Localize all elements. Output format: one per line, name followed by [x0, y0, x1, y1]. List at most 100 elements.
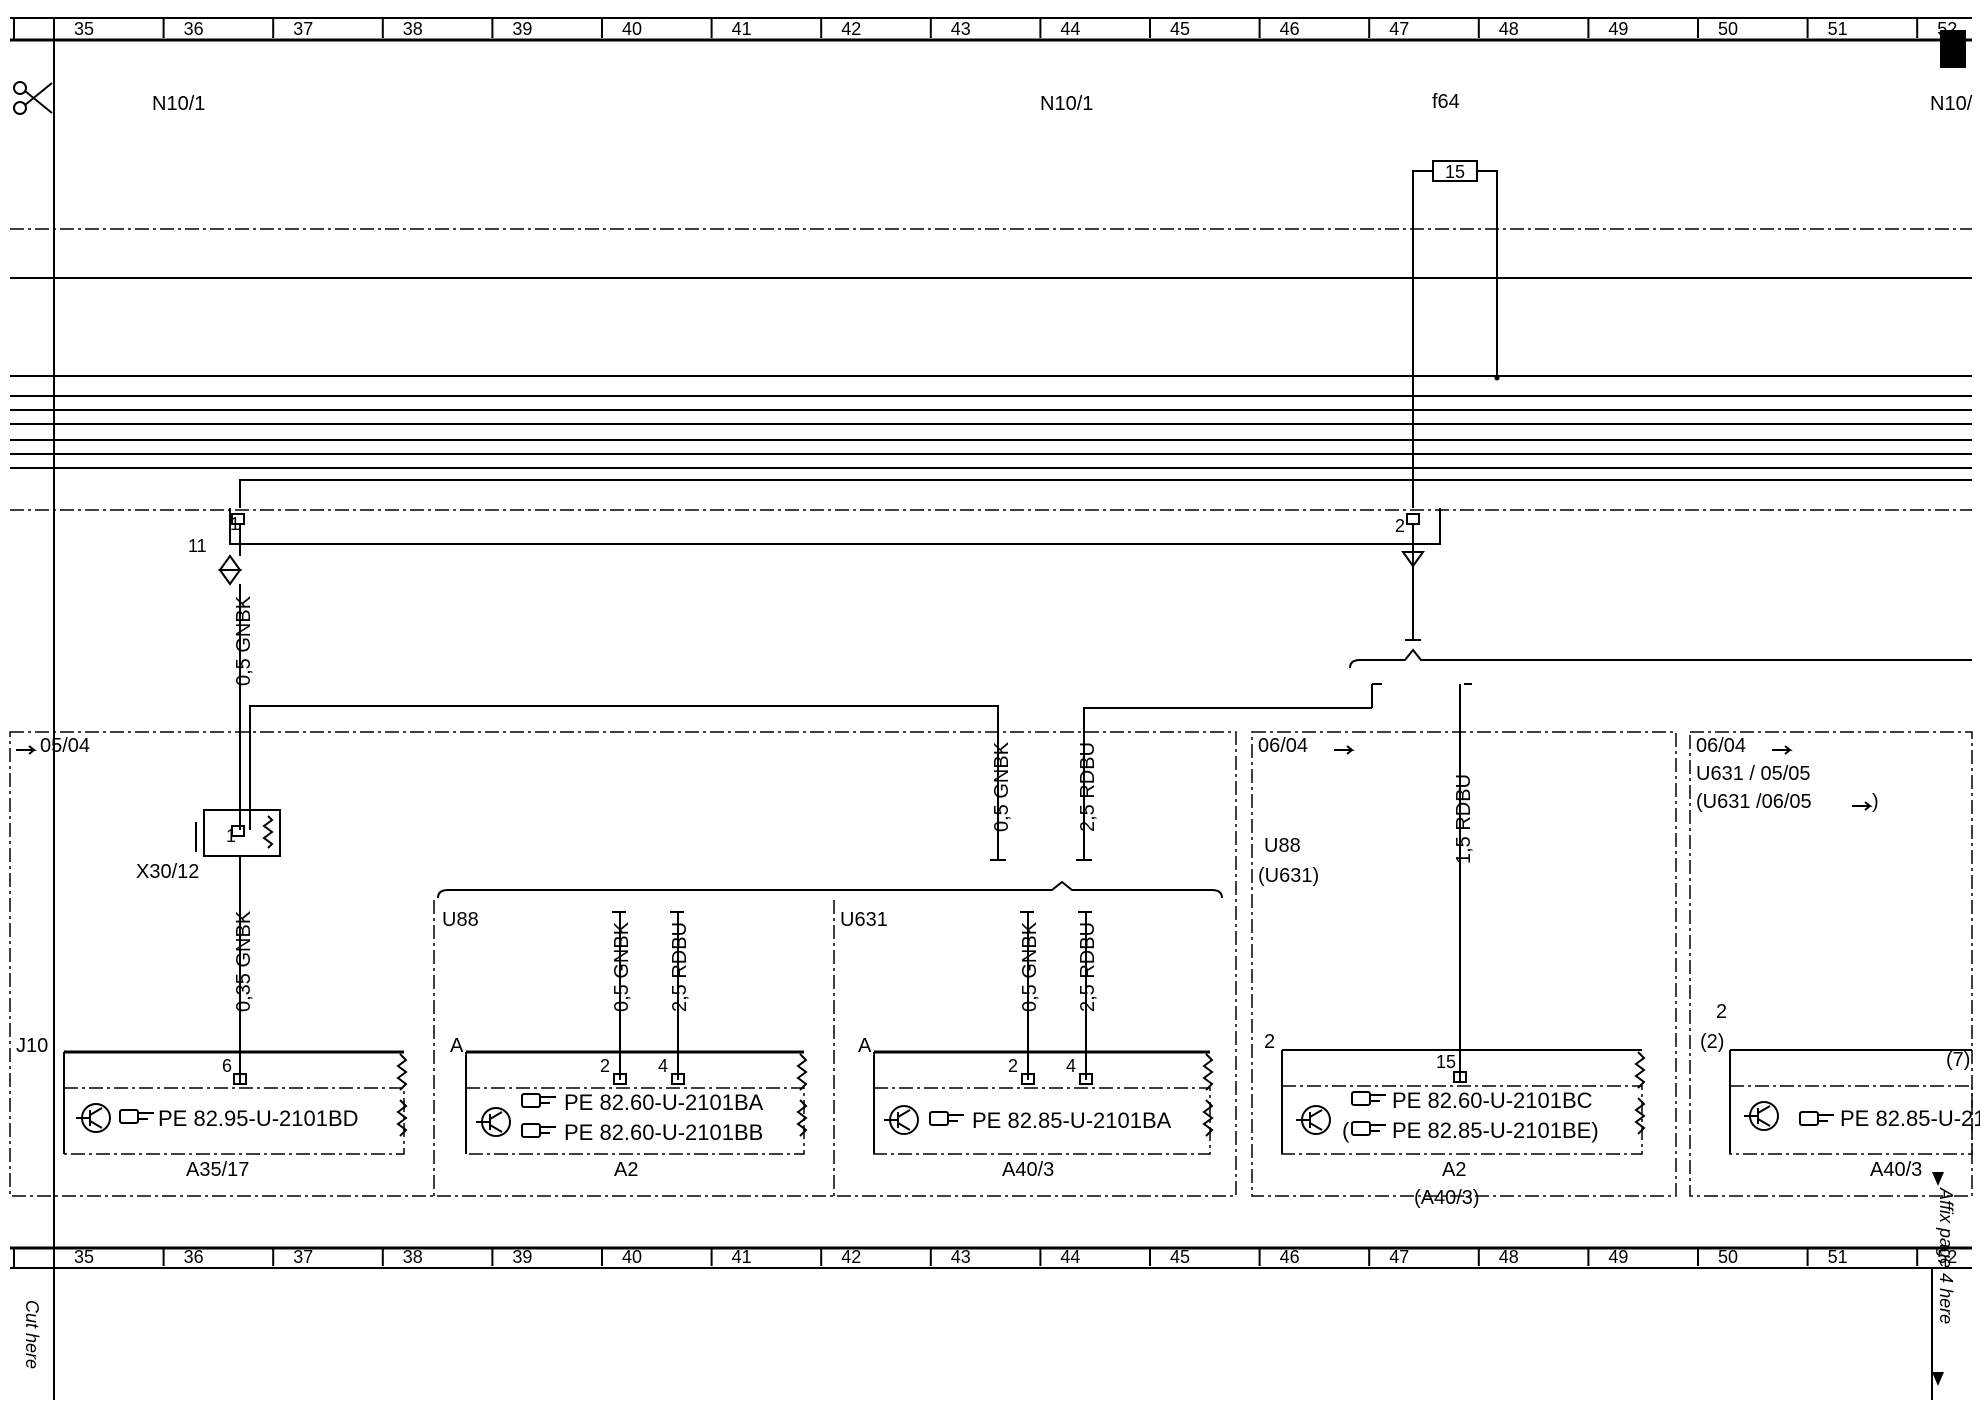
pin-4-a40: 4 [1066, 1056, 1076, 1076]
variant-u631-0505: U631 / 05/05 [1696, 763, 1811, 785]
ref-pe8260-bb: PE 82.60-U-2101BB [564, 1120, 763, 1145]
ruler-column-label: 48 [1499, 19, 1519, 39]
ruler-column-label: 51 [1828, 1247, 1848, 1267]
wire-label-15rdbu: 1,5 RDBU [1453, 774, 1475, 864]
arrow-down-icon [1932, 1172, 1944, 1186]
ruler-column-label: 38 [403, 1247, 423, 1267]
pin-2-a40: 2 [1008, 1056, 1018, 1076]
wire-label-25rdbu-a2: 2,5 RDBU [669, 922, 691, 1012]
wire-label-05gnbk-top: 0,5 GNBK [233, 595, 255, 686]
a2-right-label: A2 [1442, 1159, 1466, 1181]
ruler-column-label: 46 [1280, 1247, 1300, 1267]
ruler-column-label: 44 [1060, 1247, 1080, 1267]
pin-1-x30: 1 [226, 826, 236, 846]
ruler-column-label: 43 [951, 19, 971, 39]
wire-label-25rdbu-mid: 2,5 RDBU [1077, 742, 1099, 832]
transistor-icon [884, 1105, 919, 1135]
arrow-down-icon [1932, 1372, 1944, 1386]
ruler-column-label: 45 [1170, 19, 1190, 39]
hand-pointer-icon [1351, 1121, 1386, 1136]
fuse-f64: 15 [1412, 160, 1498, 228]
ruler-column-label: 42 [841, 1247, 861, 1267]
pin-1-top: 1 [230, 514, 240, 534]
hand-pointer-icon [521, 1123, 556, 1138]
ruler-column-label: 52 [1937, 19, 1957, 39]
u631-label: U631 [840, 909, 888, 931]
pin-11: 11 [188, 536, 207, 556]
u631-paren-label: (U631) [1258, 865, 1319, 887]
cut-here-label: Cut here [22, 1300, 42, 1369]
pin-7-paren: (7) [1946, 1049, 1970, 1071]
arrow-right-icon [16, 745, 37, 755]
hand-pointer-icon [929, 1111, 964, 1126]
fuse-value: 15 [1445, 162, 1465, 182]
section-06-04-right [1689, 731, 1973, 1197]
variant-06-04-right: 06/04 [1696, 735, 1746, 757]
ruler-column-label: 35 [74, 19, 94, 39]
arrow-right-icon [1852, 801, 1873, 811]
ruler-column-label: 44 [1060, 19, 1080, 39]
f64-label: f64 [1432, 91, 1460, 113]
ref-pe8295-bd: PE 82.95-U-2101BD [158, 1106, 359, 1131]
variant-u631-0605: (U631 /06/05 [1696, 791, 1812, 813]
top-grid-ruler [10, 17, 1972, 42]
a35-17-label: A35/17 [186, 1159, 249, 1181]
component-a2: 2 4 A2 [465, 1050, 808, 1181]
arrow-right-icon [1334, 745, 1355, 755]
ruler-column-label: 41 [732, 19, 752, 39]
component-a40-3-right: A40/3 [1729, 1049, 1973, 1181]
variant-06-04: 06/04 [1258, 735, 1308, 757]
ruler-column-label: 46 [1280, 19, 1300, 39]
hand-pointer-icon [521, 1093, 556, 1108]
hand-pointer-icon [1799, 1111, 1834, 1126]
ruler-column-label: 37 [293, 19, 313, 39]
u88-label: U88 [442, 909, 479, 931]
section-05-04 [9, 731, 1237, 1197]
a-label-left: A [450, 1035, 464, 1057]
variant-05-04: 05/04 [40, 735, 90, 757]
black-marker [1940, 30, 1966, 68]
ruler-column-label: 50 [1718, 19, 1738, 39]
n10-right-label: N10/ [1930, 93, 1973, 115]
component-a2-right: 15 A2 (A40/3) [1281, 1049, 1646, 1209]
hand-pointer-icon [1351, 1091, 1386, 1106]
ruler-column-label: 38 [403, 19, 423, 39]
close-paren: ) [1872, 791, 1879, 813]
ref-pe8260-bc: PE 82.60-U-2101BC [1392, 1088, 1593, 1113]
connector-arrow-icon [218, 554, 242, 586]
ref-pe8285-21: PE 82.85-U-21 [1840, 1106, 1980, 1131]
ruler-column-label: 39 [512, 19, 532, 39]
n10-1-mid-label: N10/1 [1040, 93, 1093, 115]
ruler-column-label: 47 [1389, 19, 1409, 39]
x30-12-label: X30/12 [136, 861, 199, 883]
pin-2-top: 2 [1395, 516, 1405, 536]
ruler-column-label: 37 [293, 1247, 313, 1267]
ruler-column-label: 49 [1608, 19, 1628, 39]
ref-paren-open: ( [1342, 1118, 1350, 1143]
wire [1083, 707, 1372, 740]
ref-pe8285-be: PE 82.85-U-2101BE) [1392, 1118, 1599, 1143]
arrow-right-icon [1772, 745, 1793, 755]
transistor-icon [1296, 1105, 1331, 1135]
pin-15: 15 [1436, 1052, 1456, 1072]
pin-2-far-right: 2 [1716, 1001, 1727, 1023]
hand-pointer-icon [119, 1109, 154, 1124]
wire-label-05gnbk-mid: 0,5 GNBK [991, 741, 1013, 832]
a2-label: A2 [614, 1159, 638, 1181]
ruler-column-label: 40 [622, 1247, 642, 1267]
ruler-column-label: 36 [184, 19, 204, 39]
component-a35-17: 6 A35/17 [63, 1050, 408, 1181]
transistor-icon [1744, 1101, 1779, 1131]
junction-dot [1494, 375, 1500, 381]
pin-2-paren: (2) [1700, 1031, 1724, 1053]
a40-3-label: A40/3 [1002, 1159, 1054, 1181]
scissors-icon [13, 81, 53, 115]
ruler-column-label: 45 [1170, 1247, 1190, 1267]
variant-bracket-u88-u631 [437, 880, 1223, 899]
n10-1-module-outline: 11 1 2 [188, 479, 1972, 556]
ruler-column-label: 48 [1499, 1247, 1519, 1267]
component-a40-3: 2 4 A40/3 [873, 1050, 1214, 1181]
